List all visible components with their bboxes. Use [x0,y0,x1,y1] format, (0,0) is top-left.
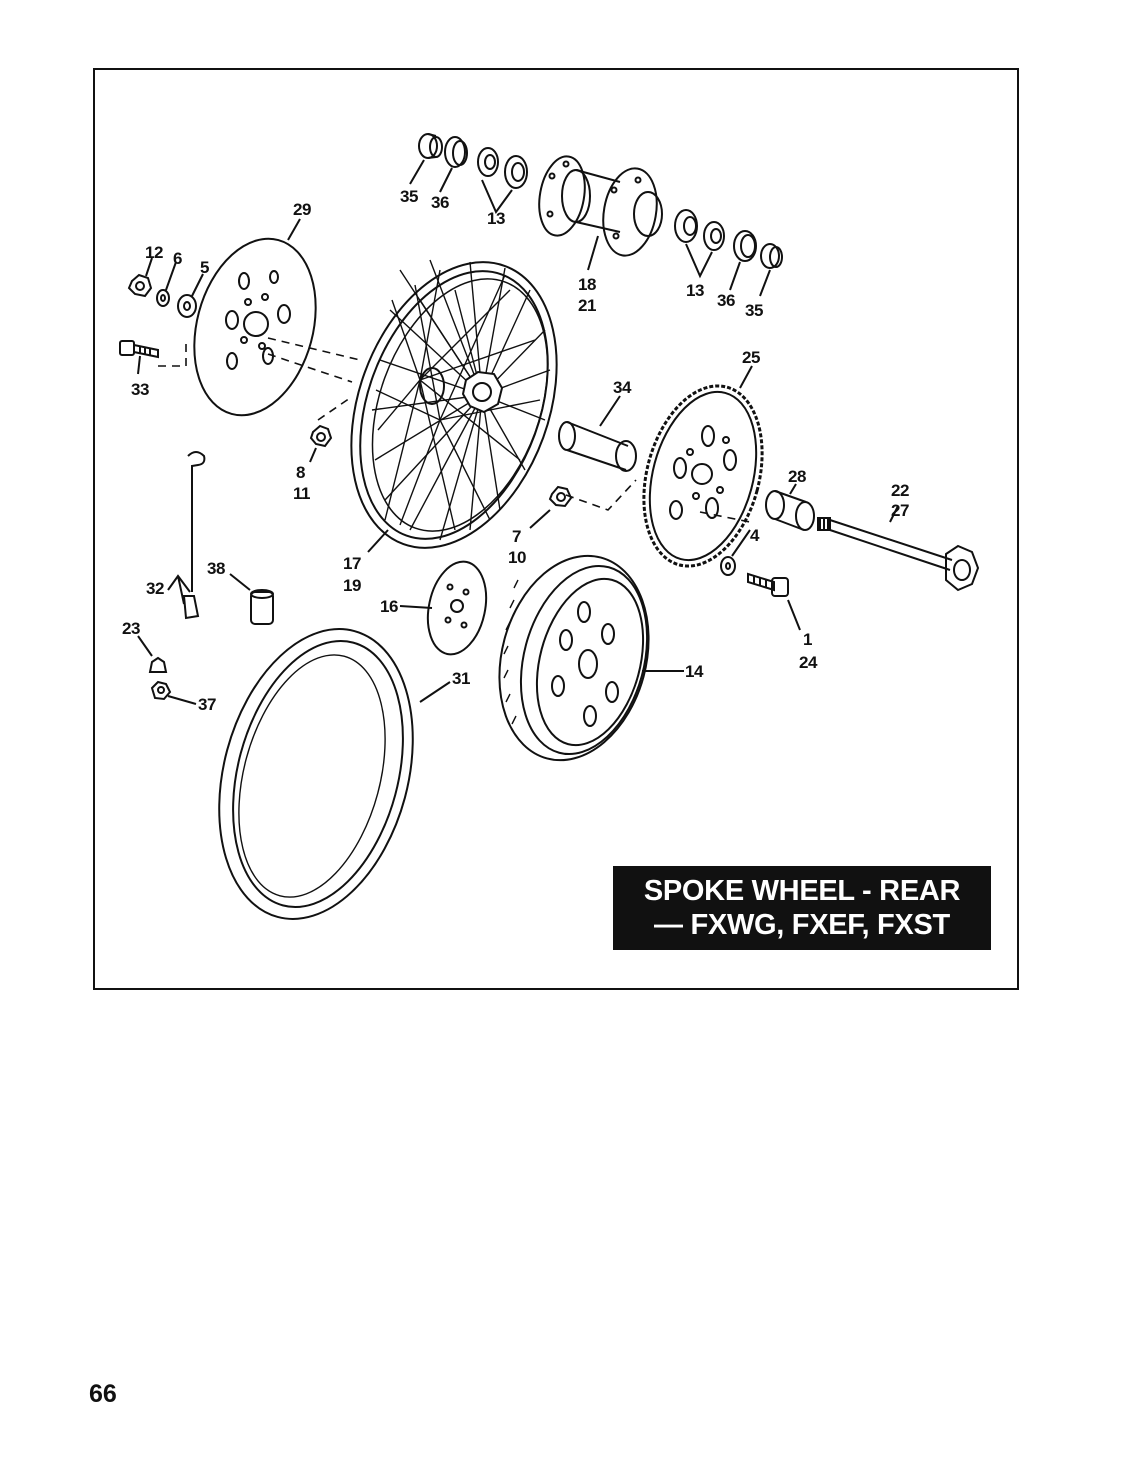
callout-33: 33 [131,380,149,399]
leader-23 [137,635,153,657]
callout-10: 10 [508,548,526,567]
part-22-axle [817,517,980,592]
callout-12: 12 [145,243,163,262]
callout-35-right: 35 [745,301,763,320]
diagram-title-line2: — FXWG, FXEF, FXST [654,909,950,941]
callout-1: 1 [803,630,812,649]
part-32-valve-stem [182,451,206,620]
callout-23: 23 [122,619,140,638]
leader-22 [889,505,899,523]
leader-35-right [759,269,771,297]
callout-8: 8 [296,463,305,482]
callout-4: 4 [750,526,760,545]
part-23-cap [148,656,168,673]
part-35-seal-left [418,133,443,159]
leader-35-left [409,159,425,185]
part-38-sleeve [250,589,274,625]
part-14-drive-pulley [498,554,650,762]
part-34-spacer [558,421,637,472]
part-7-nut [548,485,573,508]
part-28-spacer [765,490,815,531]
leader-12 [145,257,153,277]
diagram-frame [93,68,1019,990]
part-25-sprocket [642,384,764,568]
callout-38: 38 [207,559,225,578]
leader-1 [787,599,801,631]
part-12-nut [127,273,153,298]
callout-37: 37 [198,695,216,714]
callout-29: 29 [293,200,311,219]
part-17-spoke-wheel [350,259,558,549]
leader-8 [309,447,317,463]
leader-28 [789,483,797,495]
callout-36-right: 36 [717,291,735,310]
leader-13-left [481,179,513,214]
leader-34 [599,395,621,427]
callout-31: 31 [452,669,470,688]
callout-17: 17 [343,554,361,573]
part-36-bearing-right [733,230,757,262]
part-18-hub [538,155,663,257]
callout-6: 6 [173,249,182,268]
leader-4 [731,529,751,557]
leader-6 [165,261,177,291]
callout-16: 16 [380,597,398,616]
callout-32: 32 [146,579,164,598]
callout-13-right: 13 [686,281,704,300]
leader-13-right [685,243,713,279]
part-16-hub-plate [426,560,488,656]
leader-16 [399,605,433,609]
alignment-lines [158,337,751,523]
leader-17 [367,529,389,553]
leader-29 [287,218,301,241]
leader-5 [191,273,204,297]
callout-27: 27 [891,501,909,520]
leader-25 [739,365,753,389]
callout-labels: 35 36 13 29 12 6 5 18 21 13 36 35 25 33 … [122,187,909,714]
leader-36-left [439,167,453,193]
callout-35-left: 35 [400,187,418,206]
leader-38 [229,573,251,591]
page-number: 66 [89,1380,117,1408]
part-29-brake-disc [193,237,317,417]
callout-13-left: 13 [487,209,505,228]
leader-18 [587,235,599,271]
part-1-bolt [747,572,789,597]
callout-21: 21 [578,296,596,315]
diagram-title-box: SPOKE WHEEL - REAR — FXWG, FXEF, FXST [613,866,991,950]
leader-32 [167,574,191,605]
callout-14: 14 [685,662,704,681]
leader-37 [167,695,197,705]
callout-28: 28 [788,467,806,486]
part-6-lockwasher [156,289,170,307]
callout-36-left: 36 [431,193,449,212]
part-5-washer [177,294,197,318]
part-35-seal-right [760,243,783,269]
callout-18: 18 [578,275,596,294]
callout-7: 7 [512,527,521,546]
callout-5: 5 [200,258,209,277]
callout-22: 22 [891,481,909,500]
leader-7 [529,509,551,529]
callout-11: 11 [293,484,310,503]
callout-19: 19 [343,576,361,595]
part-36-bearing-left [444,136,468,168]
part-31-rim [218,628,414,920]
callout-34: 34 [613,378,632,397]
leader-33 [137,355,141,375]
part-13-bearing-right [674,209,725,251]
callout-25: 25 [742,348,760,367]
part-4-washer [720,556,736,576]
part-8-nut [309,424,333,448]
part-37-nut [150,680,172,701]
leader-36-right [729,261,741,291]
diagram-title-line1: SPOKE WHEEL - REAR [643,875,961,907]
part-33-bolt [119,340,159,359]
callout-24: 24 [799,653,818,672]
part-13-bearing-left [477,147,528,189]
leader-31 [419,681,451,703]
